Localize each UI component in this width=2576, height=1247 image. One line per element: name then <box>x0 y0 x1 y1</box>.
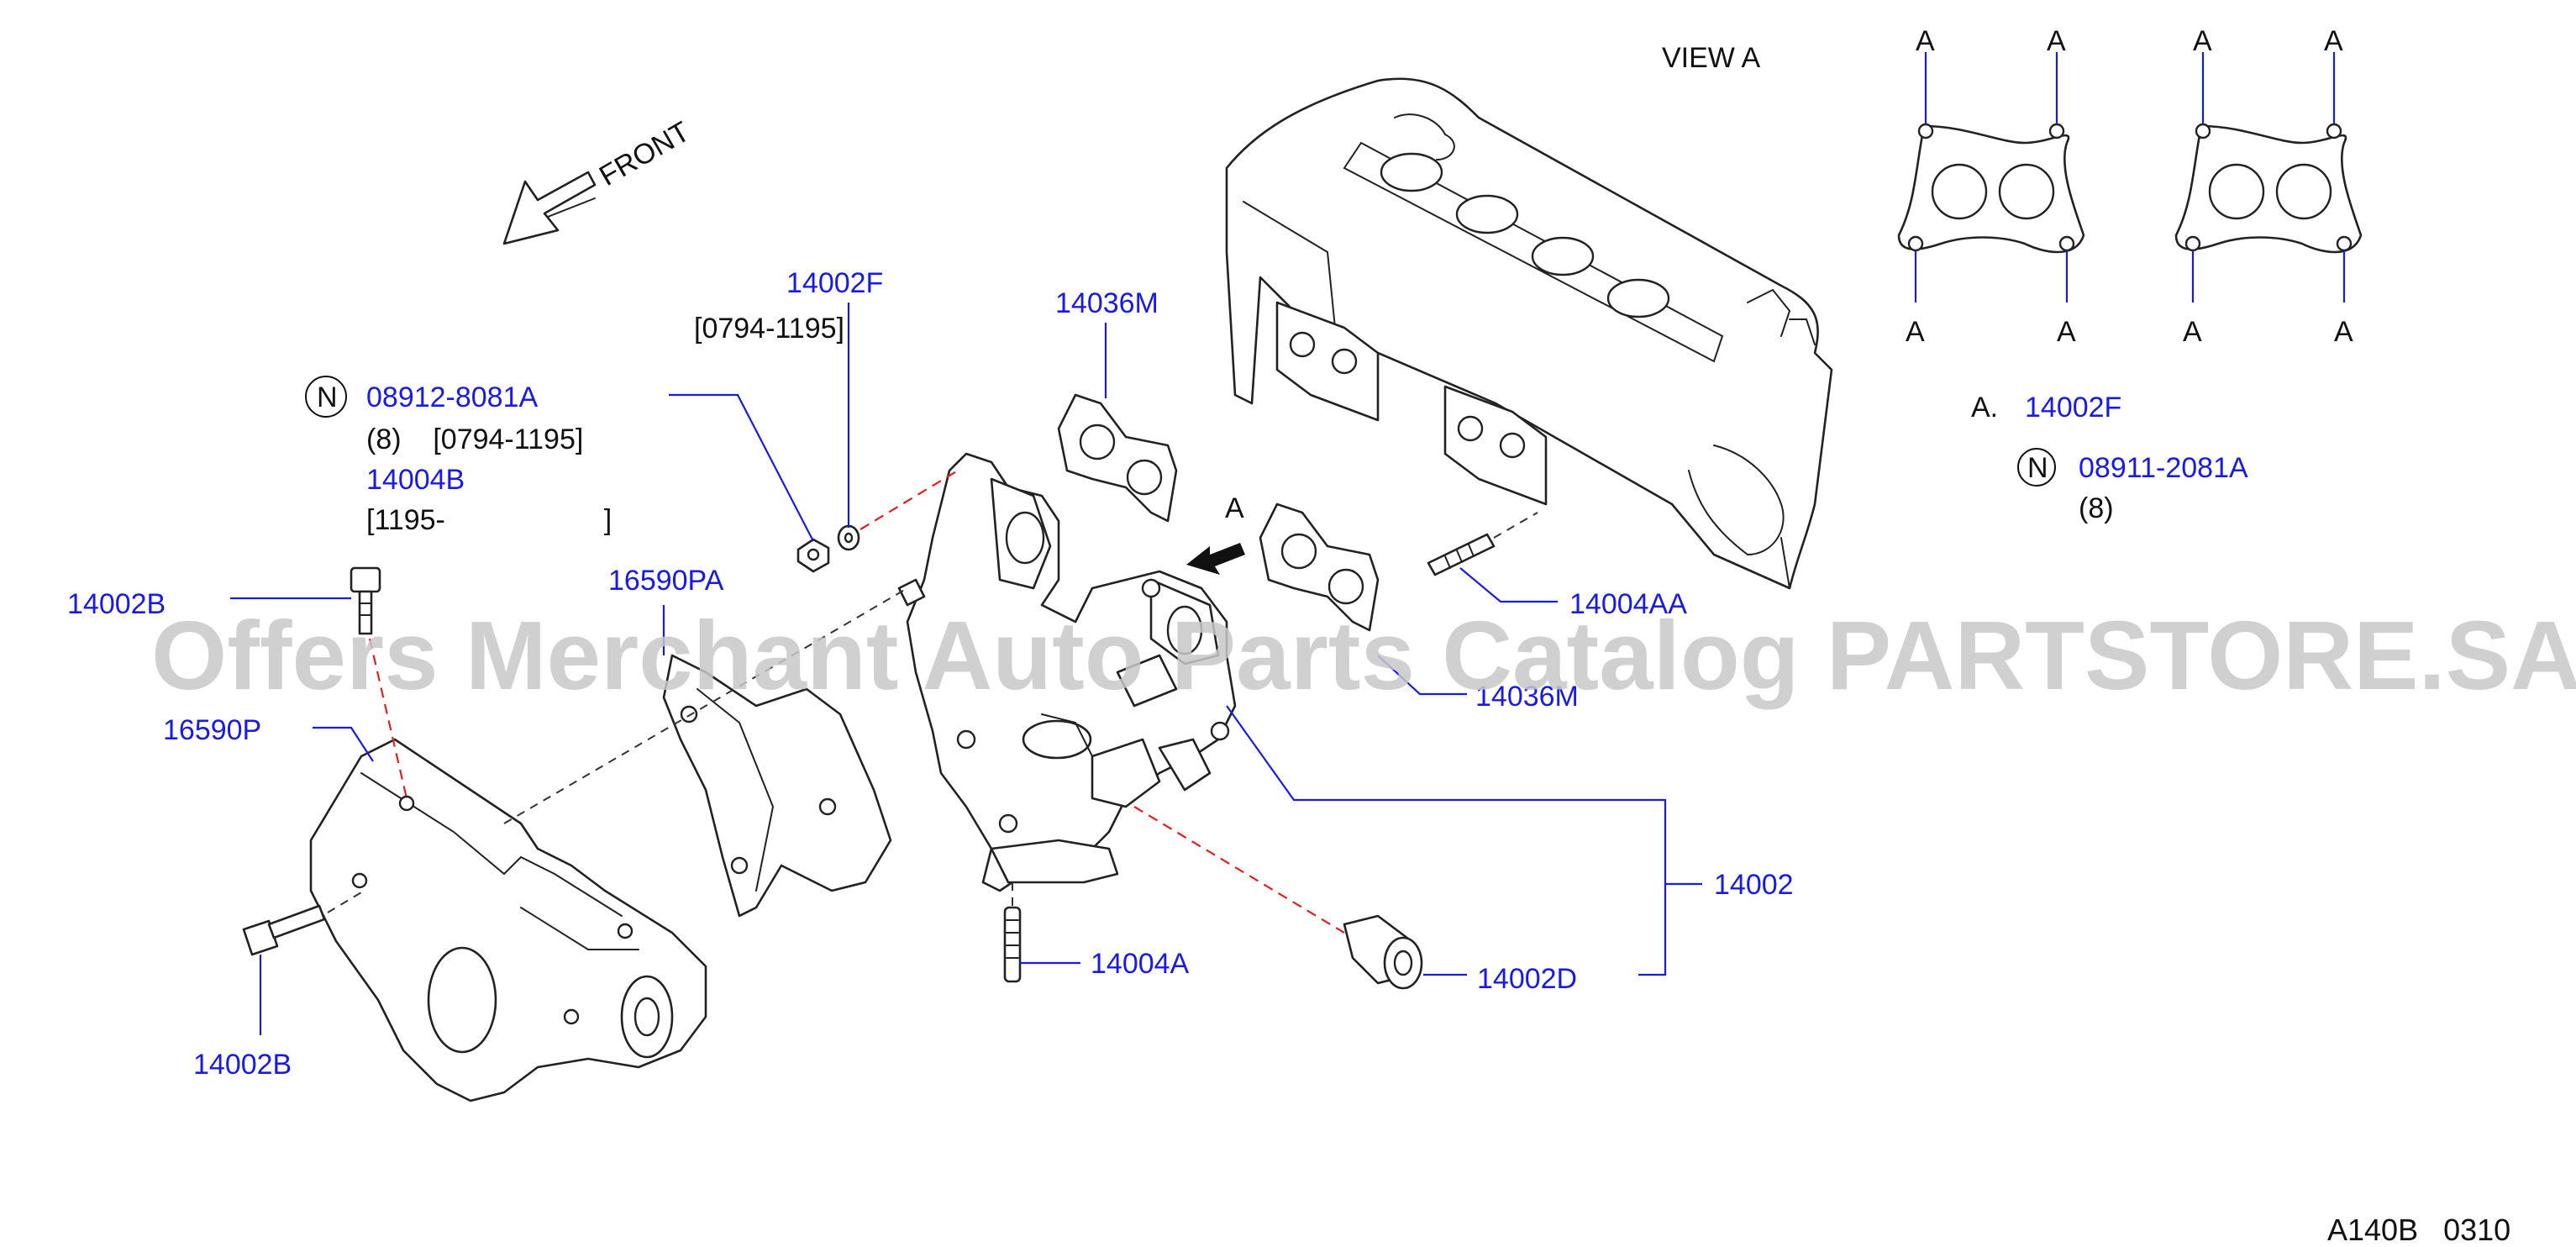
exhaust-manifold-drawing <box>897 452 1237 892</box>
callout-14004A[interactable]: 14004A <box>1091 948 1190 980</box>
callout-08912-qty-range: (8) [0794-1195] <box>366 424 583 455</box>
view-a-marker: A <box>1225 492 1244 524</box>
nut-08912-8081A <box>796 538 830 573</box>
front-arrow-icon <box>502 171 597 245</box>
callout-14036M-top[interactable]: 14036M <box>1055 287 1159 319</box>
view-a-gasket-left <box>1897 123 2085 254</box>
bolt-14002B-top <box>350 566 381 635</box>
legend-qty: (8) <box>2079 492 2114 524</box>
callout-14036M-mid[interactable]: 14036M <box>1475 681 1579 713</box>
bolt-14002B-bottom <box>242 904 326 956</box>
view-a-gasket-right <box>2174 123 2363 254</box>
view-a-leaders <box>1914 52 2346 303</box>
watermark: Offers Merchant Auto Parts Catalog PARTS… <box>151 601 2576 710</box>
callout-14002[interactable]: 14002 <box>1714 869 1794 901</box>
diagram-code: A140B 0310 <box>2327 1213 2510 1247</box>
gasket-letter: A <box>2334 316 2353 348</box>
manifold-gasket-lower <box>1259 502 1380 632</box>
gasket-letter: A <box>2183 316 2202 348</box>
manifold-gasket-upper <box>1057 393 1178 523</box>
bolt-14002D <box>1343 914 1423 990</box>
callout-14002F-range: [0794-1195] <box>694 313 844 345</box>
stud-14004A <box>1003 906 1022 983</box>
gasket-letter: A <box>2047 25 2066 57</box>
callout-14002B-bottom[interactable]: 14002B <box>193 1049 292 1081</box>
gasket-letter: A <box>1916 25 1935 57</box>
callout-14004B[interactable]: 14004B <box>366 464 465 496</box>
callout-leaders <box>230 303 1702 1035</box>
legend-n-mark: N <box>2027 452 2048 484</box>
callout-14002B-top[interactable]: 14002B <box>67 588 166 620</box>
legend-n-mark-icon <box>2017 448 2056 487</box>
view-a-label: VIEW A <box>1662 42 1760 74</box>
callout-14002D[interactable]: 14002D <box>1477 963 1577 995</box>
callout-16590PA[interactable]: 16590PA <box>608 565 724 597</box>
gasket-letter: A <box>2057 316 2076 348</box>
callout-14004B-range: [1195- ] <box>366 504 612 536</box>
n-mark-icon <box>305 376 347 418</box>
stud-14004AA <box>1427 533 1496 576</box>
view-arrow-icon <box>1186 543 1245 575</box>
gasket-letter: A <box>1906 316 1925 348</box>
connection-dashes <box>327 470 1538 934</box>
legend-part-14002F[interactable]: 14002F <box>2025 392 2121 424</box>
heat-insulator-16590P <box>309 738 707 1102</box>
legend-part-08911[interactable]: 08911-2081A <box>2079 452 2248 484</box>
legend-prefix: A. <box>1971 392 1998 424</box>
gasket-letter: A <box>2324 25 2343 57</box>
front-label: FRONT <box>594 115 695 192</box>
callout-14004AA[interactable]: 14004AA <box>1569 588 1687 620</box>
gasket-letter: A <box>2193 25 2212 57</box>
callout-14002F[interactable]: 14002F <box>786 267 883 299</box>
callout-n-mark: N <box>317 381 338 413</box>
cylinder-head-drawing <box>1225 77 1833 590</box>
heat-insulator-16590PA <box>662 654 892 918</box>
callout-16590P[interactable]: 16590P <box>163 714 261 746</box>
callout-08912-8081A[interactable]: 08912-8081A <box>366 381 539 413</box>
washer-14002F <box>837 524 860 551</box>
